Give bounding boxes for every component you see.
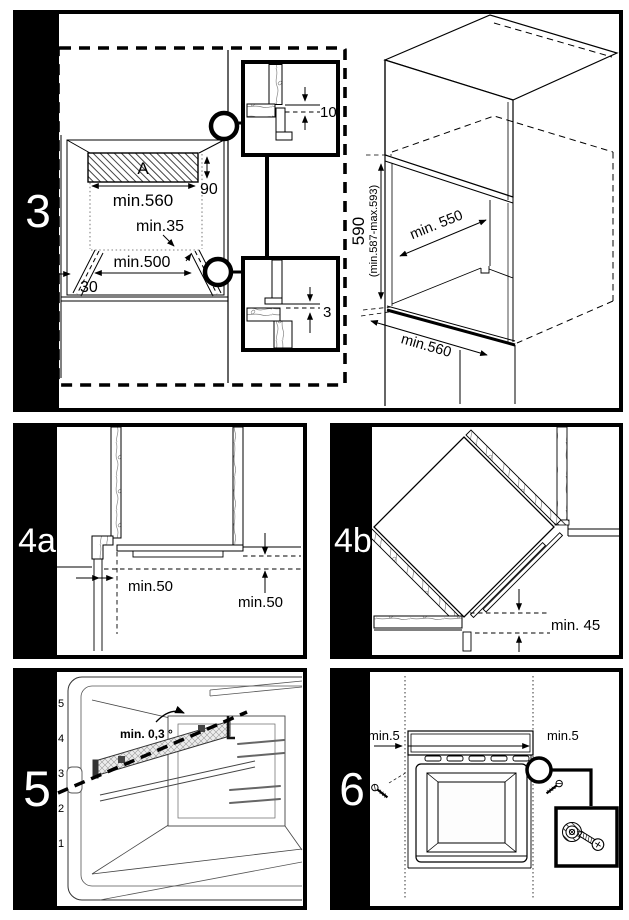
shelf-level-3: 3 — [58, 768, 64, 780]
dim-min5-right-label: min.5 — [547, 728, 579, 743]
dim-min50-vertical-label: min.50 — [238, 594, 283, 611]
detail-box-bottom-gap — [241, 256, 340, 352]
dim-min35-label: min.35 — [136, 218, 184, 235]
shelf-level-numbers: 5 4 3 2 1 — [58, 698, 64, 850]
section-view-under-worktop — [57, 427, 301, 651]
panel-3-label-strip: 3 — [17, 14, 59, 408]
panel-3-content: A min.560 90 min.35 min.500 30 10 3 590 … — [59, 14, 619, 408]
panel-4a-label-strip: 4a — [17, 427, 57, 655]
panel-4b-label-strip: 4b — [334, 427, 372, 655]
dim-min560-iso-label: min.560 — [399, 331, 453, 361]
panel-4a-dimensions — [76, 533, 269, 593]
cutout-front-view-drawing — [60, 50, 229, 383]
oven-cavity-interior-view — [66, 676, 303, 901]
shelf-level-5: 5 — [58, 698, 64, 710]
screw-detail-callout-circle — [525, 756, 553, 784]
panel-5-content: 5 4 3 2 1 min. 0,3 ° — [57, 672, 303, 906]
tilt-direction-arrow — [155, 705, 185, 723]
callout-connector — [551, 768, 593, 806]
mounting-screw-left — [371, 771, 408, 799]
dim-min500-label: min.500 — [114, 254, 171, 271]
alignment-dashed-line — [57, 710, 248, 795]
dim-590-label: 590 — [349, 217, 368, 245]
panel-6-drawing: min.5 min.5 — [370, 676, 619, 900]
panel-3-label: 3 — [25, 185, 51, 237]
panel-4b: 4b — [330, 423, 623, 659]
dim-90-label: 90 — [200, 181, 218, 198]
detail-callouts — [202, 110, 269, 288]
dashed-detail-border — [59, 46, 347, 387]
dim-min560-top-label: min.560 — [113, 191, 173, 210]
vent-slots — [424, 755, 530, 762]
panel-5-label: 5 — [23, 761, 51, 817]
side-rack-supports — [229, 739, 285, 804]
panel-4b-drawing: min. 45 — [371, 427, 620, 652]
panel-4a-content: min.50 min.50 — [57, 427, 303, 655]
shelf-level-2: 2 — [58, 803, 64, 815]
dim-min45-label: min. 45 — [551, 617, 600, 634]
dim-590-range-label: (min.587-max.593) — [368, 185, 380, 277]
panel-6-label: 6 — [339, 763, 365, 815]
panel-5: 5 — [13, 668, 307, 910]
front-view-dimensions — [59, 156, 211, 278]
panel-6: 6 — [330, 668, 623, 910]
vent-area-hatched-bar — [87, 152, 199, 183]
cabinet-isometric-drawing — [383, 14, 619, 406]
panel-4a-label: 4a — [18, 522, 56, 560]
panel-3: 3 — [13, 10, 623, 412]
screw-detail-box — [554, 806, 619, 868]
dim-min5-left-label: min.5 — [370, 728, 400, 743]
panel-4a-drawing: min.50 min.50 — [57, 427, 301, 651]
panel-3-drawing: A min.560 90 min.35 min.500 30 10 3 590 … — [59, 14, 619, 406]
vent-area-label: A — [137, 159, 149, 178]
panel-4b-content: min. 45 — [371, 427, 621, 655]
detail-box-top-gap — [241, 60, 340, 157]
screw-icon — [576, 831, 605, 851]
shelf-level-1: 1 — [58, 838, 64, 850]
dim-30-label: 30 — [80, 279, 98, 296]
panel-6-content: min.5 min.5 — [370, 672, 619, 906]
dim-min03deg-label: min. 0,3 ° — [120, 727, 173, 741]
panel-5-drawing: 5 4 3 2 1 min. 0,3 ° — [57, 676, 303, 901]
oven-front-view — [407, 730, 534, 869]
panel-4b-label: 4b — [334, 522, 372, 560]
panel-5-label-strip: 5 — [17, 672, 57, 906]
dim-3-label: 3 — [323, 304, 331, 321]
tilted-cabinet-insertion-view — [371, 427, 620, 652]
panel-4a: 4a — [13, 423, 307, 659]
isometric-dimensions — [360, 154, 488, 357]
door-hinge-detail — [66, 766, 83, 794]
dim-min50-horizontal-label: min.50 — [128, 578, 173, 595]
detail-callout-circle-bottom — [202, 256, 234, 288]
dim-min550-label: min. 550 — [408, 207, 466, 243]
shelf-level-4: 4 — [58, 733, 64, 745]
dim-10-label: 10 — [320, 104, 337, 121]
detail-callout-circle-top — [208, 110, 240, 142]
panel-6-label-strip: 6 — [334, 672, 370, 906]
